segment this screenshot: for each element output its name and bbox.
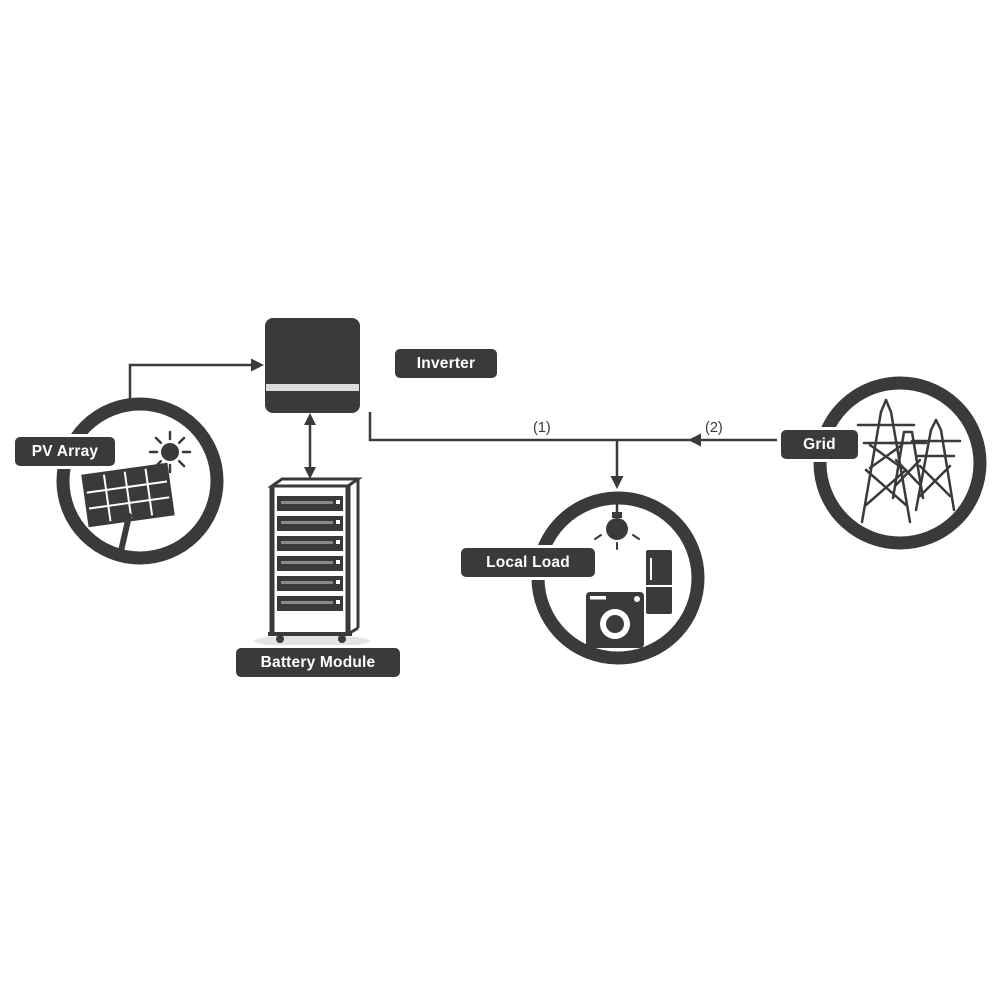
arrowhead-down-to-load [610, 476, 624, 489]
refrigerator-icon [646, 550, 672, 614]
pv-array-label: PV Array [12, 434, 118, 469]
flow-label-1: (1) [533, 420, 551, 436]
battery-module-label: Battery Module [233, 645, 403, 680]
washing-machine-icon [586, 592, 644, 648]
panel-pole [118, 513, 132, 554]
arrowhead-up-to-inverter [304, 413, 316, 425]
flow-label-2: (2) [705, 420, 723, 436]
arrowhead-into-inverter [251, 358, 264, 372]
grid-label: Grid [778, 427, 861, 462]
sun-icon [148, 430, 192, 474]
battery-rack-icon [254, 477, 370, 647]
connector-inverter-to-bus [368, 412, 777, 442]
solar-panel-icon [81, 462, 175, 528]
arrowhead-grid-feed-left [688, 433, 701, 447]
battery-modules [277, 496, 343, 611]
arrowhead-down-to-battery [304, 467, 316, 479]
local-load-label: Local Load [458, 545, 598, 580]
light-bulb-icon [594, 496, 640, 550]
inverter-box-icon [265, 318, 360, 413]
pv-array-node [56, 397, 224, 565]
transmission-towers-icon [856, 398, 962, 524]
connector-pv-to-inverter [128, 363, 252, 401]
inverter-label: Inverter [392, 346, 500, 381]
grid-node [813, 376, 987, 550]
